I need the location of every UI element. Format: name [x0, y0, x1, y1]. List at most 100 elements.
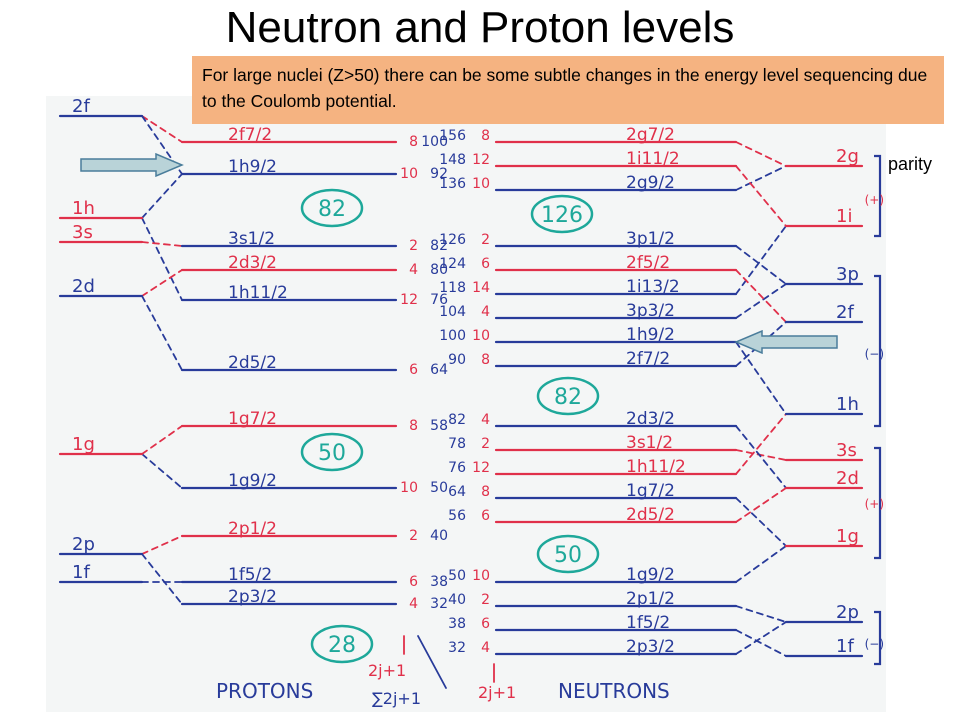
proton-level-label: 1g9/2	[228, 471, 277, 491]
proton-degeneracy: 2	[409, 238, 418, 254]
parity-bracket-3	[874, 446, 882, 560]
neutron-connector	[735, 141, 787, 167]
neutron-connector	[735, 497, 787, 547]
proton-parent-label: 2f	[72, 96, 90, 117]
neutron-level-label: 2d5/2	[626, 505, 675, 525]
proton-parent-label: 2p	[72, 534, 95, 555]
neutron-cumulative: 136	[439, 176, 466, 192]
proton-degeneracy: 10	[400, 480, 418, 496]
proton-level-label: 2f7/2	[228, 125, 272, 145]
neutron-parent-label: 3p	[836, 264, 859, 285]
neutron-degeneracy: 12	[472, 460, 490, 476]
proton-degeneracy: 4	[409, 262, 418, 278]
parity-bracket-4	[874, 610, 882, 666]
neutron-cumulative: 38	[448, 616, 466, 632]
neutron-level-label: 1h9/2	[626, 325, 675, 345]
proton-connector	[141, 269, 183, 297]
neutron-cumulative: 64	[448, 484, 466, 500]
proton-level-label: 2d5/2	[228, 353, 277, 373]
neutron-connector	[735, 225, 787, 295]
proton-cumulative: 100	[421, 134, 448, 150]
proton-degeneracy: 8	[409, 418, 418, 434]
neutron-parent-label: 2f	[836, 302, 854, 323]
neutron-cumulative: 32	[448, 640, 466, 656]
neutron-parent-label: 2g	[836, 146, 859, 167]
proton-cumulative: 80	[430, 262, 448, 278]
neutron-degeneracy: 10	[472, 176, 490, 192]
note-box: For large nuclei (Z>50) there can be som…	[192, 56, 944, 124]
proton-level-label: 1h9/2	[228, 157, 277, 177]
magic-number: 126	[541, 203, 583, 228]
sum-two-j-plus-one: ∑2j+1	[372, 689, 421, 708]
neutron-connector	[735, 425, 787, 489]
proton-parent-label: 3s	[72, 222, 93, 243]
neutrons-label: NEUTRONS	[558, 679, 670, 703]
proton-connector	[141, 295, 183, 371]
neutron-degeneracy: 4	[481, 304, 490, 320]
two-j-plus-one-right: 2j+1	[478, 683, 516, 702]
neutron-level-label: 1h11/2	[626, 457, 686, 477]
neutron-parent-label: 3s	[836, 440, 857, 461]
slide-title: Neutron and Proton levels	[225, 3, 735, 52]
neutron-cumulative: 100	[439, 328, 466, 344]
neutron-parent-label: 1i	[836, 206, 852, 227]
magic-number-oval	[310, 624, 374, 664]
proton-connector	[141, 425, 183, 455]
neutron-connector	[735, 487, 787, 523]
proton-parent-label: 1f	[72, 562, 90, 583]
neutron-level-label: 1g7/2	[626, 481, 675, 501]
magic-number-oval	[300, 432, 364, 472]
magic-number-oval	[530, 194, 594, 234]
proton-level-label: 1g7/2	[228, 409, 277, 429]
neutron-cumulative: 82	[448, 412, 466, 428]
neutron-cumulative: 78	[448, 436, 466, 452]
proton-parent-label: 1g	[72, 434, 95, 455]
neutron-connector	[735, 629, 787, 657]
magic-number: 82	[554, 385, 582, 410]
proton-parent-label: 2d	[72, 276, 95, 297]
neutron-cumulative: 56	[448, 508, 466, 524]
proton-degeneracy: 4	[409, 596, 418, 612]
neutron-connector	[735, 341, 787, 415]
neutron-parent-label: 1g	[836, 526, 859, 547]
annotation-arrow	[417, 635, 447, 689]
parity-sign: (+)	[865, 497, 884, 511]
proton-level-label: 2d3/2	[228, 253, 277, 273]
proton-parent-label: 1h	[72, 198, 95, 219]
proton-connector	[141, 241, 183, 247]
neutron-cumulative: 76	[448, 460, 466, 476]
proton-level-label: 1f5/2	[228, 565, 272, 585]
parity-sign: (−)	[865, 637, 884, 651]
neutron-parent-label: 1f	[836, 636, 854, 657]
neutron-connector	[735, 449, 787, 461]
neutron-level-label: 2g7/2	[626, 125, 675, 145]
parity-bracket-1	[874, 154, 882, 238]
neutron-cumulative: 156	[439, 128, 466, 144]
proton-level-label: 2p1/2	[228, 519, 277, 539]
neutron-connector	[735, 605, 787, 623]
paper-background	[46, 96, 886, 712]
proton-connector	[141, 553, 183, 605]
proton-connector	[141, 115, 183, 143]
proton-cumulative: 58	[430, 418, 448, 434]
magic-number-oval	[536, 376, 600, 416]
proton-degeneracy: 6	[409, 362, 418, 378]
neutron-degeneracy: 6	[481, 616, 490, 632]
proton-degeneracy: 6	[409, 574, 418, 590]
neutron-level-label: 1i13/2	[626, 277, 680, 297]
magic-number-oval	[300, 188, 364, 228]
parity-sign: (−)	[865, 347, 884, 361]
neutron-parent-label: 1h	[836, 394, 859, 415]
neutron-degeneracy: 2	[481, 592, 490, 608]
arrow-right-icon	[80, 153, 184, 177]
parity-label: parity	[888, 154, 933, 174]
neutron-cumulative: 90	[448, 352, 466, 368]
proton-degeneracy: 8	[409, 134, 418, 150]
neutron-cumulative: 126	[439, 232, 466, 248]
neutron-degeneracy: 6	[481, 256, 490, 272]
neutron-cumulative: 124	[439, 256, 466, 272]
neutron-cumulative: 148	[439, 152, 466, 168]
neutron-cumulative: 104	[439, 304, 466, 320]
proton-connector	[141, 453, 183, 489]
neutron-cumulative: 40	[448, 592, 466, 608]
